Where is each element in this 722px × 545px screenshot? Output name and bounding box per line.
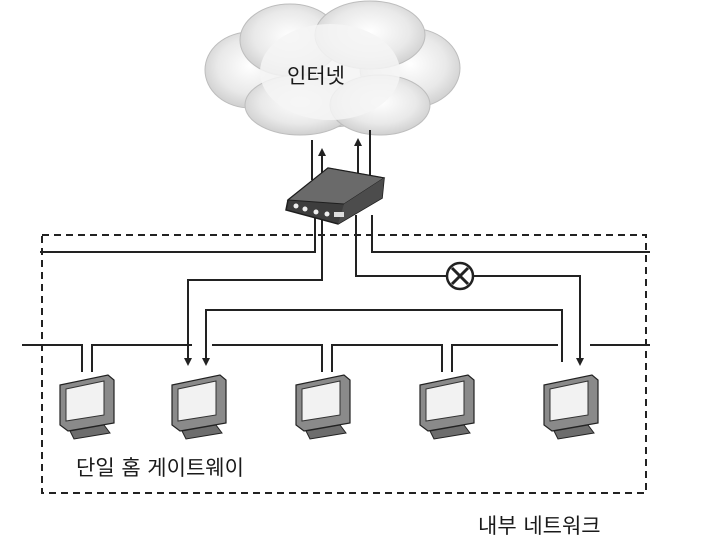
external-link-left <box>40 215 316 253</box>
computer-icon <box>59 374 115 440</box>
computers <box>59 374 599 440</box>
traffic-path-pc5-to-pc2 <box>202 309 563 366</box>
lan-bus-line <box>22 344 650 372</box>
router-icon <box>285 167 386 225</box>
x-circle-icon <box>445 261 475 291</box>
internet-cloud-icon <box>204 0 461 136</box>
computer-icon <box>419 374 475 440</box>
internal-network-label: 내부 네트워크 <box>478 514 601 538</box>
computer-icon <box>543 374 599 440</box>
internal-network-boundary <box>41 234 647 494</box>
internet-label: 인터넷 <box>287 64 345 88</box>
single-homed-gateway-label: 단일 홈 게이트웨이 <box>76 456 244 480</box>
traffic-path-gateway-to-pc5-blocked <box>355 215 584 366</box>
traffic-path-gateway-to-pc2 <box>184 215 323 366</box>
external-link-right <box>371 215 650 253</box>
computer-icon <box>171 374 227 440</box>
computer-icon <box>295 374 351 440</box>
